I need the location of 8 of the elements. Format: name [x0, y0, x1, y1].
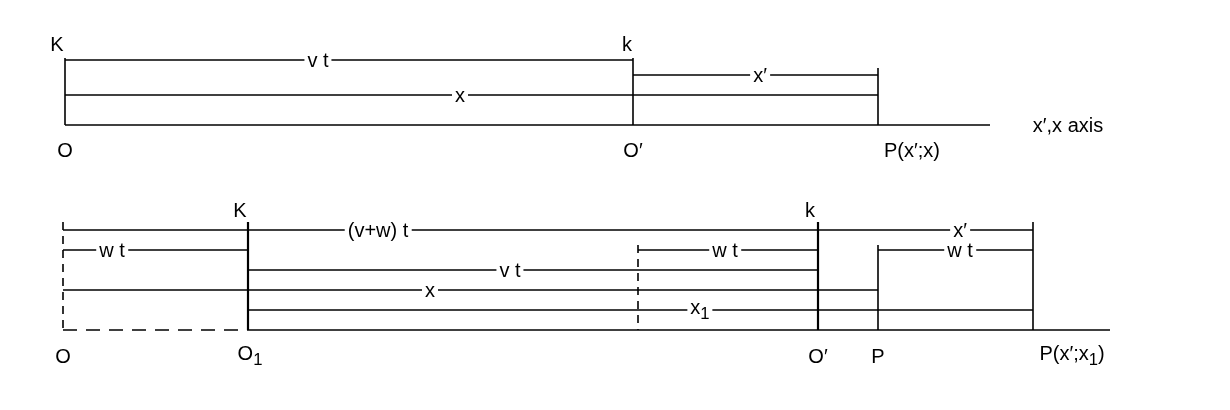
distance-label: x′: [950, 220, 970, 240]
distance-label: (v+w) t: [344, 220, 412, 240]
distance-label: w t: [944, 240, 976, 260]
distance-label: w t: [96, 240, 128, 260]
distance-label: x′: [750, 65, 770, 85]
distance-label: w t: [709, 240, 741, 260]
distance-label: v t: [304, 50, 332, 70]
distance-label: v t: [496, 260, 524, 280]
